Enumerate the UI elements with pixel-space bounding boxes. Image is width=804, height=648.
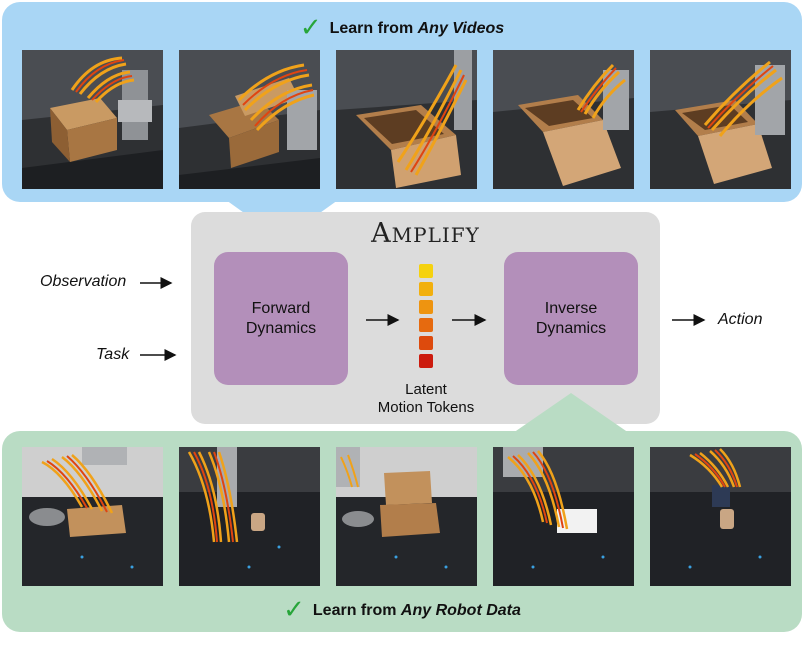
model-title-rest: MPLIFY (391, 223, 480, 247)
latent-token (419, 300, 433, 314)
forward-box-line1: Forward (251, 299, 311, 317)
video-frame (336, 50, 477, 189)
latent-token (419, 264, 433, 278)
top-headline-emphasis: Any Videos (417, 20, 505, 37)
action-label: Action (718, 311, 763, 328)
bottom-headline-prefix: Learn from (312, 602, 401, 619)
tokens-label-line2: Motion Tokens (377, 399, 475, 416)
bottom-headline-emphasis: Any Robot Data (400, 602, 521, 619)
latent-token (419, 354, 433, 368)
robot-frame (336, 447, 477, 586)
latent-tokens-label: Latent Motion Tokens (350, 381, 502, 417)
video-frame (650, 50, 791, 189)
top-panel-headline: ✓ Learn from Any Videos (0, 12, 804, 43)
latent-token (419, 282, 433, 296)
robot-frame (493, 447, 634, 586)
latent-token (419, 336, 433, 350)
top-headline-prefix: Learn from (329, 20, 418, 37)
inverse-box-line2: Dynamics (535, 319, 607, 337)
robot-frame (22, 447, 163, 586)
observation-label: Observation (40, 273, 127, 290)
model-title: AMPLIFY (191, 218, 660, 249)
forward-box-line2: Dynamics (245, 319, 317, 337)
video-frame (493, 50, 634, 189)
check-icon: ✓ (299, 12, 322, 42)
robot-frame (179, 447, 320, 586)
task-label: Task (96, 346, 130, 363)
video-frame (22, 50, 163, 189)
inverse-box-line1: Inverse (544, 299, 598, 317)
check-icon: ✓ (283, 594, 305, 624)
bottom-panel-headline: ✓ Learn from Any Robot Data (0, 594, 804, 625)
latent-token (419, 318, 433, 332)
model-title-first: A (371, 218, 392, 249)
tokens-label-line1: Latent (405, 381, 447, 398)
video-frame (179, 50, 320, 189)
bottom-panel-pointer (513, 393, 629, 433)
robot-frame (650, 447, 791, 586)
